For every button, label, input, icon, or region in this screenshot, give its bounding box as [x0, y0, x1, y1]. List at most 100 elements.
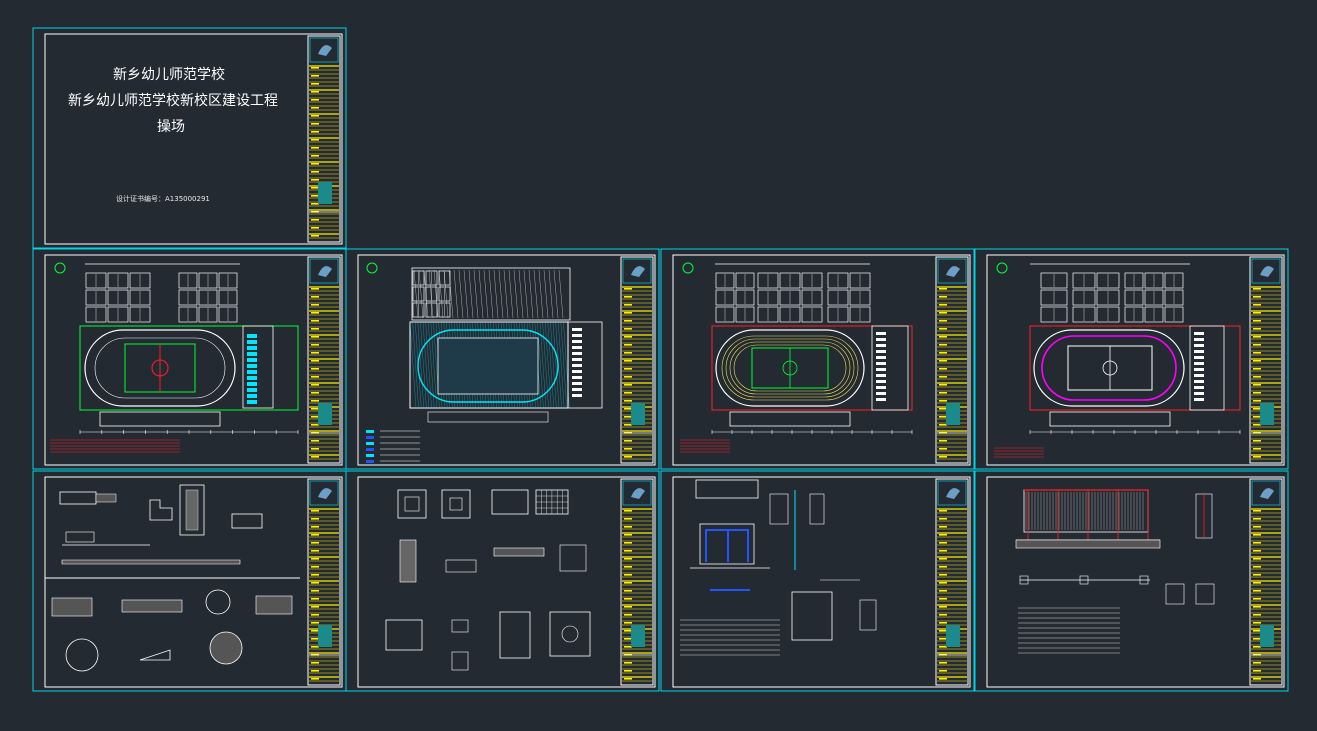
title-logo	[1251, 258, 1281, 284]
section-detail	[769, 493, 789, 525]
hatch-stroke	[493, 269, 499, 319]
court	[129, 306, 151, 323]
title-row-text	[311, 456, 319, 458]
title-row-text	[624, 518, 632, 520]
hatch-stroke	[425, 321, 432, 409]
court	[218, 306, 238, 323]
hatch-stroke	[433, 269, 439, 319]
seat-block	[876, 392, 886, 395]
title-qr	[318, 625, 332, 647]
title-row-text	[311, 115, 319, 117]
yellow-lane	[733, 344, 847, 392]
title-row-text	[1253, 550, 1261, 552]
title-row-text	[1253, 646, 1261, 648]
title-row-text	[624, 638, 632, 640]
title-row-text	[624, 296, 632, 298]
sheet-outer-border	[32, 27, 347, 249]
court	[412, 286, 425, 302]
title-row-text	[311, 424, 319, 426]
title-row-text	[311, 598, 319, 600]
title-row-text	[1253, 320, 1261, 322]
title-row-text	[311, 227, 319, 229]
title-row-text	[939, 424, 947, 426]
field-boundary	[79, 325, 299, 411]
sheet-plan-4[interactable]	[974, 248, 1289, 470]
title-row-text	[311, 510, 319, 512]
court	[438, 270, 451, 286]
sheet-plan-1[interactable]	[32, 248, 347, 470]
logo-icon	[631, 488, 645, 499]
hatch-stroke	[550, 321, 557, 409]
hatch-stroke	[498, 269, 504, 319]
title-row-text	[311, 203, 319, 205]
title-row-text	[624, 598, 632, 600]
hatch-stroke	[468, 269, 474, 319]
sheet-inner-border	[44, 33, 343, 245]
sheet-detail-1[interactable]	[32, 470, 347, 692]
title-row-text	[311, 622, 319, 624]
court	[827, 306, 849, 323]
seat-block	[247, 400, 257, 404]
logo-icon	[318, 266, 332, 277]
seat-block	[247, 370, 257, 374]
court	[178, 272, 198, 289]
hatch-stroke	[428, 269, 434, 319]
seat-block	[572, 370, 582, 373]
seat-block	[247, 340, 257, 344]
hatch-stroke	[448, 269, 454, 319]
seat-block	[1194, 380, 1204, 383]
title-row-text	[624, 328, 632, 330]
title-row-text	[939, 646, 947, 648]
title-row-text	[939, 550, 947, 552]
title-row-text	[1253, 598, 1261, 600]
hatch-stroke	[533, 269, 539, 319]
title-block	[935, 478, 969, 686]
sheet-plan-3[interactable]	[660, 248, 975, 470]
footing-inner	[449, 497, 463, 511]
title-row-text	[1253, 376, 1261, 378]
court	[218, 289, 238, 306]
title-qr	[631, 625, 645, 647]
title-row-text	[939, 598, 947, 600]
title-row-text	[939, 614, 947, 616]
title-logo	[937, 480, 967, 506]
sheet-detail-3[interactable]	[660, 470, 975, 692]
title-row-text	[1253, 456, 1261, 458]
sheet-inner-border	[986, 254, 1285, 466]
title-row-text	[1253, 448, 1261, 450]
court	[1040, 289, 1068, 306]
logo-icon	[946, 488, 960, 499]
title-row-text	[939, 312, 947, 314]
hatch-stroke	[420, 321, 427, 409]
title-row-text	[311, 179, 319, 181]
sheet-detail-4[interactable]	[974, 470, 1289, 692]
column-section	[399, 539, 417, 583]
title-row-text	[1253, 510, 1261, 512]
legend-swatch	[366, 436, 374, 439]
sheet-plan-2[interactable]	[345, 248, 660, 470]
title-row-text	[1253, 534, 1261, 536]
court	[735, 289, 755, 306]
title-row-text	[624, 288, 632, 290]
drain-detail	[65, 531, 95, 543]
title-row-text	[311, 448, 319, 450]
building	[427, 411, 549, 423]
detail-hatch	[95, 493, 117, 503]
detail-hatch	[51, 597, 93, 617]
title-row-text	[939, 638, 947, 640]
stands	[567, 321, 603, 409]
hatch-stroke	[558, 269, 564, 319]
seat-block	[1194, 350, 1204, 353]
court	[715, 306, 735, 323]
title-row-text	[1253, 670, 1261, 672]
title-qr	[318, 403, 332, 425]
sheet-cover[interactable]	[32, 27, 347, 249]
court	[849, 306, 871, 323]
title-row-text	[1253, 288, 1261, 290]
logo-icon	[631, 266, 645, 277]
title-row-text	[311, 99, 319, 101]
court	[107, 272, 129, 289]
sheet-detail-2[interactable]	[345, 470, 660, 692]
seat-block	[572, 358, 582, 361]
